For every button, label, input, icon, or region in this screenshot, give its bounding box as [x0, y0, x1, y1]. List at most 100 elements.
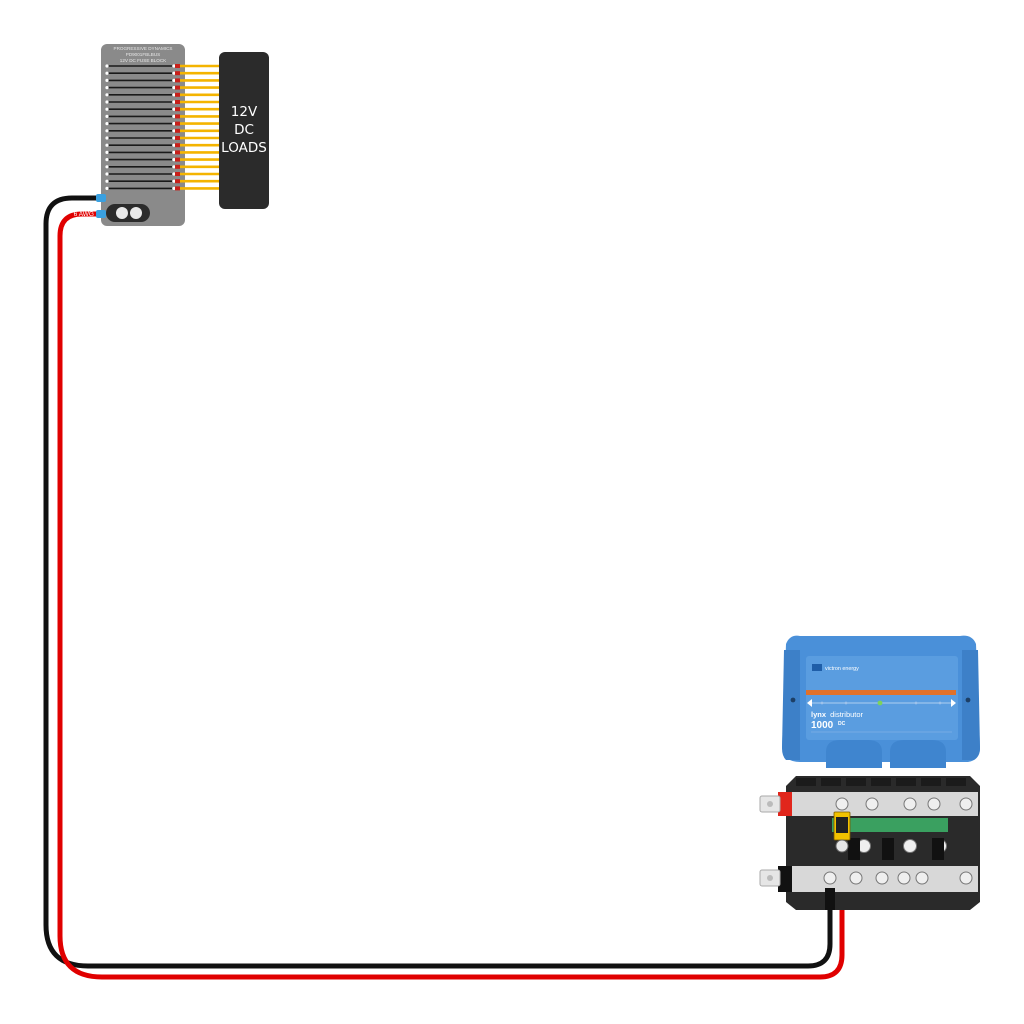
base-ridge: [871, 778, 891, 786]
fuse-row-fuse: [175, 64, 180, 68]
fuse-row-fuse: [175, 143, 180, 148]
feed-fuse-label: [836, 817, 848, 833]
main-terminal-negative: [130, 207, 142, 219]
fuse-block-desc-label: 12V DC FUSE BLOCK: [120, 58, 167, 63]
fuse-row-left-dot: [105, 64, 109, 68]
fuse-row-right-dot: [172, 179, 176, 183]
negative-end-cap: [778, 866, 792, 892]
lynx-arrow-right-icon: [951, 699, 956, 707]
lynx-status-led: [877, 700, 883, 706]
positive-cable: [57, 211, 845, 980]
lynx-housing-shade-right: [962, 650, 980, 760]
fuse-row-left-dot: [105, 93, 109, 97]
fuse-row-right-dot: [172, 129, 176, 133]
fuse-row-fuse: [175, 85, 180, 90]
fuse-row-right-dot: [172, 150, 176, 154]
busbar-bolt: [823, 871, 837, 885]
fuse-row-left-dot: [105, 186, 109, 190]
fuse-row-left-dot: [105, 107, 109, 111]
fuse-row-right-dot: [172, 122, 176, 126]
fuse-row-fuse: [175, 92, 180, 97]
negative-gauge-label: 6 AWG: [74, 195, 94, 202]
base-ridge: [796, 778, 816, 786]
busbar-bolt: [835, 797, 849, 811]
positive-gauge-label: 6 AWG: [74, 211, 94, 218]
cable-group: [43, 195, 845, 980]
fuse-row-left-dot: [105, 165, 109, 169]
fuse-row-right-dot: [172, 86, 176, 90]
fuse-row-left-dot: [105, 100, 109, 104]
negative-cable: [43, 195, 833, 969]
lynx-product-label: lynx distributor: [811, 710, 864, 719]
loads-box: 12V DC LOADS: [219, 52, 269, 209]
busbar-bolt: [915, 871, 929, 885]
lynx-product-bold: lynx: [811, 710, 827, 719]
fuse-block: PROGRESSIVE DYNAMICS PD9001FBLBUS 12V DC…: [96, 44, 220, 226]
busbar-bolt: [959, 797, 973, 811]
fuse-row-right-dot: [172, 107, 176, 111]
base-ridge: [846, 778, 866, 786]
busbar-bolt: [903, 797, 917, 811]
fuse-row-fuse: [175, 121, 180, 126]
loads-box-body: [219, 52, 269, 209]
positive-end-cap: [778, 792, 792, 816]
fuse-row-fuse: [175, 100, 180, 104]
fuse-row-right-dot: [172, 172, 176, 176]
lynx-rating-unit: DC: [838, 721, 846, 727]
base-ridge: [921, 778, 941, 786]
loads-label-line1: 12V: [231, 104, 258, 120]
fuse-row-right-dot: [172, 100, 176, 104]
negative-end-terminal-hole: [767, 875, 773, 881]
fuse-row-right-dot: [172, 143, 176, 147]
fuse-row-left-dot: [105, 179, 109, 183]
lynx-arch-right: [890, 740, 946, 768]
fuse-row-left-dot: [105, 86, 109, 90]
fuse-block-body: [101, 44, 185, 226]
fuse-block-brand-label: PROGRESSIVE DYNAMICS: [114, 46, 173, 51]
lynx-brand-label: victron energy: [825, 666, 859, 672]
fuse-row-fuse: [175, 71, 180, 76]
lynx-led-2: [844, 701, 848, 705]
fuse-row-right-dot: [172, 158, 176, 162]
loads-label-line2: DC: [234, 122, 254, 138]
lynx-rating-value: 1000: [811, 720, 834, 731]
fuse-row-fuse: [175, 179, 180, 184]
fuse-row-fuse: [175, 136, 180, 140]
lynx-distributor: victron energy lynx distributor 1000 DC: [759, 635, 980, 910]
lynx-product-rest: distributor: [830, 710, 863, 719]
fuse-slot: [932, 838, 944, 860]
fuse-row-right-dot: [172, 136, 176, 140]
positive-cable-bolt: [835, 839, 849, 853]
fuse-row-left-dot: [105, 172, 109, 176]
base-ridge: [946, 778, 966, 786]
lynx-mount-screw-right: [965, 697, 971, 703]
lynx-rating-label: 1000 DC: [811, 720, 846, 731]
fuse-row-fuse: [175, 172, 180, 176]
base-ridge: [896, 778, 916, 786]
fuse-row-right-dot: [172, 71, 176, 75]
fuse-slot: [882, 838, 894, 860]
fuse-row-right-dot: [172, 64, 176, 68]
fuse-row-left-dot: [105, 78, 109, 82]
busbar-bolt: [897, 871, 911, 885]
victron-logo-icon: [812, 664, 822, 671]
fuse-row-fuse: [175, 128, 180, 133]
base-ridge: [821, 778, 841, 786]
fuse-row-right-dot: [172, 165, 176, 169]
lynx-front-panel: [806, 656, 958, 740]
negative-lug: [96, 194, 106, 202]
fuse-row-left-dot: [105, 143, 109, 147]
fuse-row-left-dot: [105, 122, 109, 126]
fuse-row-fuse: [175, 186, 180, 191]
fuse-row-right-dot: [172, 93, 176, 97]
fuse-row-fuse: [175, 164, 180, 169]
lynx-led-1: [820, 701, 824, 705]
lynx-accent-strip: [806, 690, 956, 695]
green-pcb: [832, 818, 948, 832]
lynx-led-4: [938, 701, 942, 705]
fuse-row-left-dot: [105, 150, 109, 154]
fuse-row-right-dot: [172, 114, 176, 118]
lynx-mount-screw-left: [790, 697, 796, 703]
loads-label-line3: LOADS: [221, 140, 267, 156]
